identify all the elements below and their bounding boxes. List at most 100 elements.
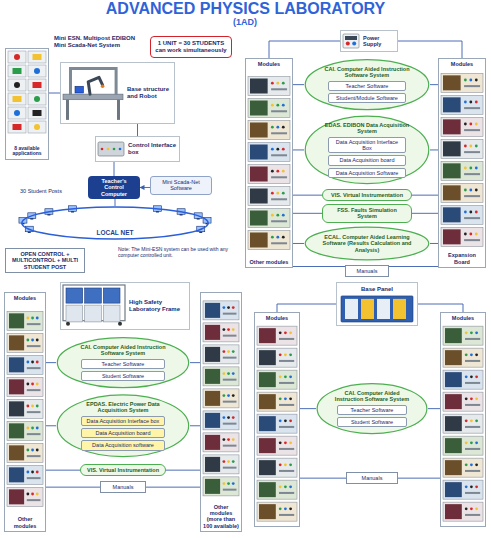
node-text: Base Panel: [340, 286, 414, 293]
module-strip: [464, 129, 480, 131]
node-text: Manuals: [104, 484, 142, 490]
software-ellipse: CAI. Computer Aided Instruction Software…: [316, 382, 428, 435]
module-tile: [443, 370, 483, 389]
module-column: Modules: [254, 312, 300, 527]
terminal-dot: [284, 331, 287, 334]
terminal-dot: [279, 441, 282, 444]
node-text: Modules: [441, 61, 483, 67]
connector-line: [46, 362, 56, 363]
module-strip: [271, 176, 287, 178]
terminal-dot: [469, 101, 472, 104]
node-text: Student Software: [84, 373, 162, 379]
module-strip: [223, 445, 237, 447]
system-heading: Mini ESN. Multipost EDIBON Mini Scada-Ne…: [54, 35, 146, 49]
module-panel: [205, 347, 220, 362]
terminal-dot: [271, 192, 274, 195]
frame-panel: [103, 305, 120, 322]
terminal-dot: [26, 317, 29, 320]
module-strip: [223, 379, 237, 381]
robot-arm: [88, 77, 102, 94]
software-item: Data Acquisition software: [81, 440, 165, 450]
terminal-dot: [464, 123, 467, 126]
ellipse-shape: [317, 384, 427, 434]
module-tile: [7, 443, 43, 462]
terminal-dot: [470, 375, 473, 378]
terminal-dot: [222, 438, 225, 441]
module-strip: [27, 345, 41, 347]
terminal-dot: [465, 397, 468, 400]
software-item: Data Acquisition Software: [328, 168, 406, 178]
module-tile: [248, 121, 290, 140]
module-panel: [259, 504, 276, 519]
terminal-dot: [465, 353, 468, 356]
connector-line: [190, 425, 200, 426]
module-tile: [203, 411, 239, 430]
node-text: Student Software: [340, 419, 404, 425]
software-item: Data Acquisition Interface Box: [328, 137, 406, 154]
terminal-dot: [475, 233, 478, 236]
terminal-dot: [271, 236, 274, 239]
terminal-dot: [475, 101, 478, 104]
node-text: Base structure and Robot: [127, 86, 171, 100]
posts-label: 30 Student Posts: [20, 188, 82, 194]
module-strip: [464, 239, 480, 241]
terminal-dot: [475, 507, 478, 510]
module-tile: [7, 487, 43, 506]
page-title: ADVANCED PHYSICS LABORATORY: [0, 0, 491, 18]
module-strip: [464, 151, 480, 153]
terminal-dot: [222, 460, 225, 463]
module-panel: [205, 325, 220, 340]
module-tile: [441, 139, 483, 158]
terminal-dot: [475, 485, 478, 488]
module-tile: [441, 117, 483, 136]
acquisition-ellipse: EPDAS. Electric Power Data Acquisition S…: [56, 393, 190, 459]
monitor-stand: [180, 214, 183, 215]
terminal-dot: [284, 375, 287, 378]
terminal-dot: [282, 192, 285, 195]
module-strip: [27, 477, 41, 479]
terminal-dot: [36, 471, 39, 474]
terminal-dot: [475, 167, 478, 170]
module-panel: [9, 467, 24, 482]
module-tile: [257, 370, 297, 389]
terminal-dot: [475, 463, 478, 466]
terminal-dot: [227, 306, 230, 309]
terminal-dot: [470, 331, 473, 334]
connector-line: [140, 187, 150, 188]
module-tile: [257, 480, 297, 499]
module-strip: [465, 448, 480, 450]
module-panel: [259, 372, 276, 387]
terminal-dot: [232, 372, 235, 375]
node-text: Other modules (more than 100 available): [203, 504, 239, 529]
application-icon: [33, 110, 42, 116]
node-text: Teacher's Control Computer: [91, 178, 137, 197]
module-tile: [203, 345, 239, 364]
terminal-dot: [232, 460, 235, 463]
module-tile: [7, 399, 43, 418]
application-tile: [28, 65, 46, 77]
terminal-dot: [465, 375, 468, 378]
module-panel: [443, 75, 461, 90]
robot-frame: [69, 67, 116, 70]
module-tile: [257, 502, 297, 521]
terminal-dot: [276, 236, 279, 239]
node-text: Student/Module Software: [331, 95, 403, 101]
terminal-dot: [289, 463, 292, 466]
node-text: Other modules: [248, 259, 290, 265]
module-tile: [257, 458, 297, 477]
terminal-dot: [36, 339, 39, 342]
terminal-dot: [469, 167, 472, 170]
interface-led: [101, 148, 104, 151]
interface-case: [98, 142, 124, 156]
software-item: Student/Module Software: [328, 93, 406, 103]
module-strip: [465, 426, 480, 428]
terminal-dot: [475, 441, 478, 444]
module-strip: [271, 198, 287, 200]
terminal-dot: [282, 170, 285, 173]
terminal-dot: [36, 427, 39, 430]
module-panel: [445, 482, 462, 497]
node-text: Data Acquisition Interface Box: [331, 139, 403, 152]
terminal-dot: [222, 372, 225, 375]
application-icon: [34, 124, 40, 130]
node-text: OPEN CONTROL + MULTICONTROL + MULTI STUD…: [9, 251, 81, 270]
